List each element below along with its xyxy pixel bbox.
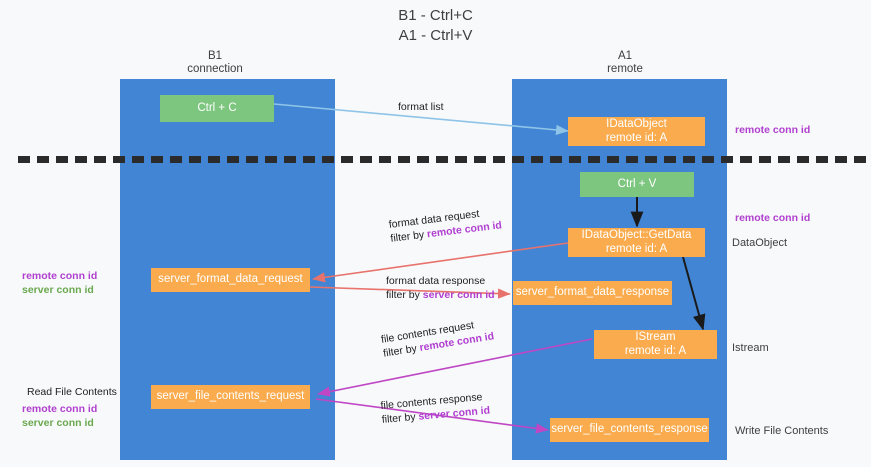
annotation-left-conn-ids-bottom: remote conn id server conn id	[22, 402, 97, 430]
edge-label-format-list: format list	[398, 101, 444, 113]
annotation-left-remote-conn-id: remote conn id	[22, 270, 98, 282]
column-header-b1-name: B1	[207, 50, 223, 62]
diagram-title: B1 - Ctrl+C A1 - Ctrl+V	[0, 6, 871, 46]
node-istream-line2: remote id: A	[624, 344, 687, 357]
column-header-b1-sub: connection	[187, 63, 243, 75]
node-idataobject-getdata[interactable]: IDataObject::GetData remote id: A	[568, 228, 705, 257]
column-header-a1: A1 remote	[535, 50, 715, 76]
node-idataobject-remote-line2: remote id: A	[605, 131, 668, 144]
title-line-1: B1 - Ctrl+C	[398, 7, 473, 24]
node-idataobject-remote-line1: IDataObject	[606, 118, 667, 130]
title-line-2: A1 - Ctrl+V	[398, 27, 473, 44]
node-server-file-contents-response[interactable]: server_file_contents_response	[550, 418, 709, 442]
node-getdata-line1: IDataObject::GetData	[581, 229, 692, 241]
annotation-left-remote-conn-id-2: remote conn id	[22, 403, 98, 415]
edge-label-format-data-response-filter: filter by server conn id	[386, 289, 495, 301]
column-header-b1: B1 connection	[125, 50, 305, 76]
edge-format-data-response	[309, 286, 511, 299]
annotation-left-server-conn-id-2: server conn id	[22, 417, 94, 429]
annotation-right-write-file-contents: Write File Contents	[735, 425, 829, 437]
edge-file-contents-response	[315, 398, 549, 434]
node-server-format-data-response[interactable]: server_format_data_response	[513, 281, 672, 305]
node-istream[interactable]: IStream remote id: A	[594, 330, 717, 359]
annotation-right-dataobject: DataObject	[732, 237, 788, 249]
column-header-a1-sub: remote	[607, 63, 643, 75]
node-ctrl-c[interactable]: Ctrl + C	[160, 95, 274, 122]
column-header-a1-name: A1	[617, 50, 633, 62]
phase-separator-dashed-line	[18, 156, 871, 163]
annotation-right-remote-conn-id-top: remote conn id	[735, 124, 811, 136]
edge-getdata-to-istream	[682, 256, 706, 331]
node-ctrl-v[interactable]: Ctrl + V	[580, 172, 694, 197]
key-server-conn-id: server conn id	[422, 289, 495, 301]
annotation-right-remote-conn-id-mid: remote conn id	[735, 212, 811, 224]
edge-format-list	[273, 103, 569, 136]
edge-label-format-data-response-main: format data response	[386, 275, 486, 287]
annotation-right-istream: Istream	[732, 342, 769, 354]
node-istream-line1: IStream	[635, 331, 676, 343]
edge-label-format-data-response: format data response filter by server co…	[386, 274, 495, 302]
node-server-format-data-request[interactable]: server_format_data_request	[151, 268, 310, 292]
annotation-left-conn-ids-top: remote conn id server conn id	[22, 269, 97, 297]
edge-format-data-request	[312, 242, 569, 283]
node-server-file-contents-request[interactable]: server_file_contents_request	[151, 385, 310, 409]
annotation-left-read-file-contents: Read File Contents	[27, 386, 117, 398]
annotation-left-read-file-contents-group: Read File Contents	[27, 385, 117, 399]
annotation-left-server-conn-id: server conn id	[22, 284, 94, 296]
edge-file-contents-request	[317, 338, 593, 397]
node-getdata-line2: remote id: A	[605, 242, 668, 255]
node-idataobject-remote[interactable]: IDataObject remote id: A	[568, 117, 705, 146]
